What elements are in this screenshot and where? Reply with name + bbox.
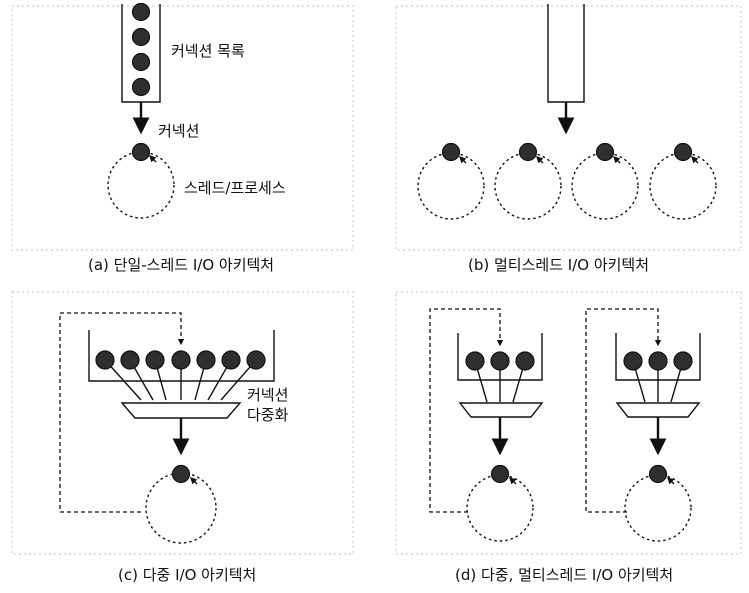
queued-connection (145, 350, 165, 370)
active-connection (490, 464, 510, 484)
queued-connection (490, 351, 510, 371)
panel-c-frame (11, 291, 354, 555)
feedback-path (59, 312, 185, 513)
mux-label-2: 다중화 (247, 406, 289, 424)
multiplexer (458, 402, 544, 418)
queued-connection (131, 27, 151, 47)
active-connection (441, 142, 461, 162)
thread-loop (466, 474, 534, 542)
panel-a: 커넥션 목록 커넥션 스레드/프로세스 (a) 단일-스레드 I/O 아키텍처 (11, 2, 354, 274)
multiplexer (615, 402, 701, 418)
queued-connection (246, 350, 266, 370)
queued-connection (465, 351, 485, 371)
active-connection (518, 142, 538, 162)
queued-connection (196, 350, 216, 370)
loop-arrow (536, 156, 544, 164)
queued-connection (648, 351, 668, 371)
queue-label: 커넥션 목록 (171, 42, 245, 60)
loop-arrow (667, 477, 675, 485)
queued-connection (221, 350, 241, 370)
active-connection (648, 464, 668, 484)
queued-connection (623, 351, 643, 371)
panel-c: 커넥션 다중화 (c) 다중 I/O 아키텍처 (11, 291, 354, 584)
caption-b: (b) 멀티스레드 I/O 아키텍처 (468, 256, 649, 274)
feedback-path (585, 308, 662, 513)
panel-b-frame (395, 5, 742, 251)
loop-arrow (509, 477, 517, 485)
caption-c: (c) 다중 I/O 아키텍처 (118, 566, 256, 584)
thread-loop (494, 152, 562, 220)
panel-b: (b) 멀티스레드 I/O 아키텍처 (395, 4, 742, 274)
queued-connection (95, 350, 115, 370)
caption-a: (a) 단일-스레드 I/O 아키텍처 (88, 256, 274, 274)
queued-connection (131, 77, 151, 97)
multiplexer (120, 402, 242, 419)
thread-loop (417, 152, 485, 220)
loop-arrow (459, 156, 467, 164)
loop-arrow (149, 155, 157, 163)
queued-connection (171, 350, 191, 370)
active-connection (131, 142, 151, 162)
feedback-path (429, 308, 504, 513)
panel-d-frame (395, 291, 742, 555)
loop-arrow (691, 156, 699, 164)
queued-connection (120, 350, 140, 370)
thread-loop (649, 152, 717, 220)
thread-loop (145, 472, 217, 544)
panel-a-frame (11, 5, 354, 251)
connection-label: 커넥션 (158, 122, 199, 140)
active-connection (171, 464, 191, 484)
queued-connection (131, 2, 151, 22)
thread-loop (107, 151, 175, 219)
loop-arrow (613, 156, 621, 164)
queued-connection (515, 351, 535, 371)
active-connection (673, 142, 693, 162)
mux-label-1: 커넥션 (247, 386, 288, 404)
queued-connection (673, 351, 693, 371)
connection-queue (547, 4, 585, 103)
thread-label: 스레드/프로세스 (184, 179, 286, 197)
queued-connection (131, 52, 151, 72)
panel-d: (d) 다중, 멀티스레드 I/O 아키텍처 (395, 291, 742, 584)
thread-loop (571, 152, 639, 220)
caption-d: (d) 다중, 멀티스레드 I/O 아키텍처 (455, 566, 673, 584)
active-connection (595, 142, 615, 162)
loop-arrow (190, 477, 198, 485)
thread-loop (624, 474, 692, 542)
